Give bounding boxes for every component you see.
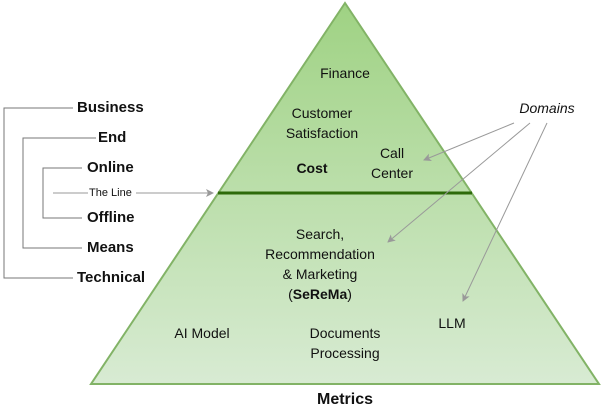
serema-line1: Search, bbox=[295, 226, 345, 242]
satisfaction-line: Satisfaction bbox=[285, 125, 359, 141]
label-call-center: Call Center bbox=[362, 143, 422, 183]
label-serema: Search, Recommendation & Marketing (SeRe… bbox=[240, 224, 400, 304]
label-domains: Domains bbox=[519, 100, 575, 116]
call-line: Call bbox=[379, 145, 405, 161]
domains-arrow-serema bbox=[387, 122, 531, 243]
customer-line: Customer bbox=[291, 105, 353, 121]
label-means: Means bbox=[87, 239, 134, 256]
online-offline-bracket bbox=[42, 167, 82, 219]
label-finance: Finance bbox=[320, 65, 370, 81]
end-means-bracket bbox=[22, 137, 96, 249]
center-line: Center bbox=[370, 165, 414, 181]
documents-line: Documents bbox=[309, 325, 381, 341]
label-business: Business bbox=[77, 99, 144, 116]
label-documents-processing: Documents Processing bbox=[295, 323, 395, 363]
label-cost: Cost bbox=[296, 160, 328, 176]
label-metrics: Metrics bbox=[316, 391, 374, 408]
serema-line2: Recommendation bbox=[265, 246, 375, 262]
business-technical-bracket bbox=[3, 107, 73, 279]
label-the-line: The Line bbox=[88, 186, 133, 200]
serema-open-paren: ( bbox=[288, 286, 293, 302]
domains-arrow-llm bbox=[462, 122, 548, 302]
label-online: Online bbox=[87, 159, 134, 176]
label-customer-satisfaction: Customer Satisfaction bbox=[272, 103, 372, 143]
label-offline: Offline bbox=[87, 209, 135, 226]
serema-line3: & Marketing bbox=[282, 266, 358, 282]
label-end: End bbox=[98, 129, 127, 146]
serema-close-paren: ) bbox=[347, 286, 352, 302]
serema-line4: (SeReMa) bbox=[240, 284, 400, 304]
label-llm: LLM bbox=[438, 315, 466, 331]
serema-acronym: SeReMa bbox=[292, 286, 348, 302]
label-ai-model: AI Model bbox=[174, 325, 230, 341]
label-technical: Technical bbox=[77, 269, 146, 286]
domains-arrow-call-center bbox=[423, 122, 515, 162]
processing-line: Processing bbox=[310, 345, 380, 361]
